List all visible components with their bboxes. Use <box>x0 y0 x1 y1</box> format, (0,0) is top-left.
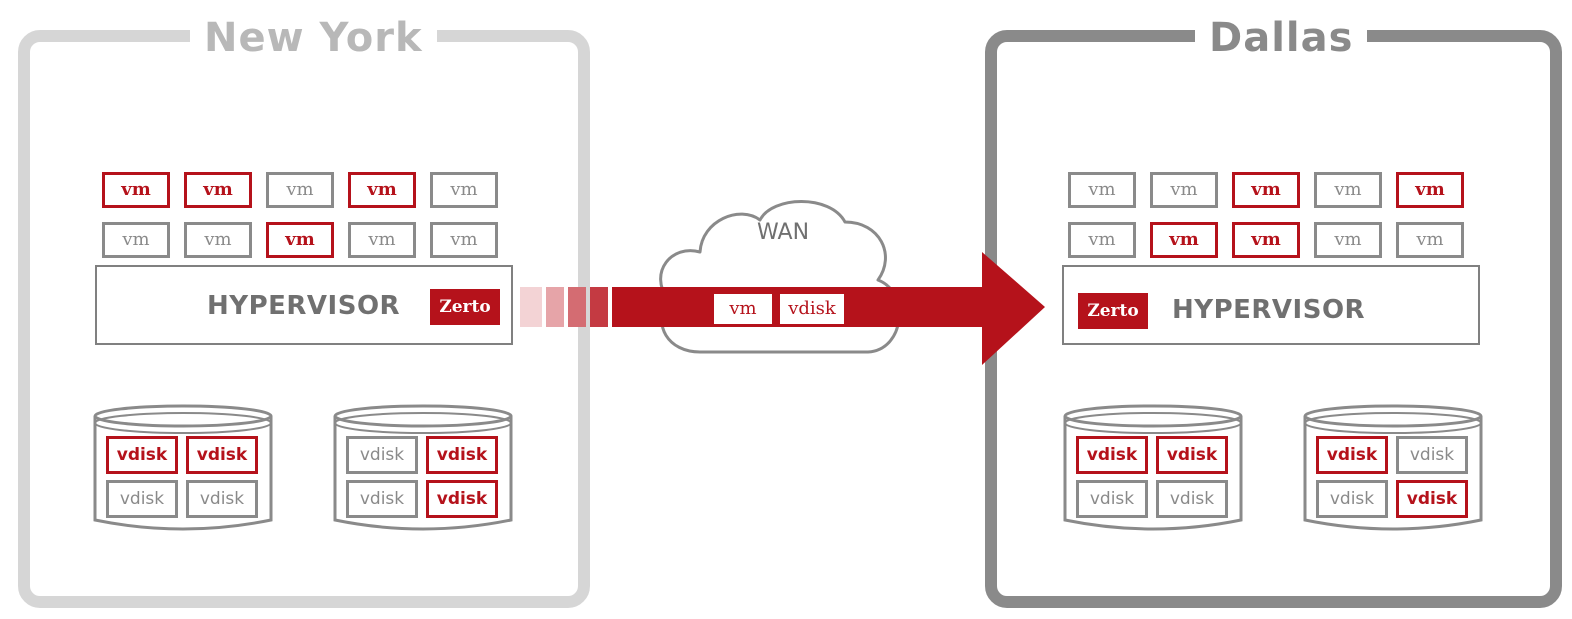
vdisk-box: vdisk <box>1396 436 1468 474</box>
vdisk-box: vdisk <box>1396 480 1468 518</box>
hypervisor-dallas: Zerto HYPERVISOR <box>1062 265 1480 345</box>
hypervisor-label: HYPERVISOR <box>207 291 401 321</box>
hypervisor-label: HYPERVISOR <box>1172 295 1366 325</box>
packet-vdisk: vdisk <box>780 294 844 324</box>
vdisk-box: vdisk <box>1076 480 1148 518</box>
vm-box: vm <box>1150 222 1218 258</box>
vm-box: vm <box>184 172 252 208</box>
site-new-york: New York <box>18 12 590 608</box>
packet-vm: vm <box>714 294 772 324</box>
vm-box: vm <box>102 172 170 208</box>
vdisk-box: vdisk <box>1316 436 1388 474</box>
vdisk-box: vdisk <box>1156 436 1228 474</box>
arrow-tail-segment <box>590 287 608 327</box>
vdisk-box: vdisk <box>426 480 498 518</box>
vm-box: vm <box>430 172 498 208</box>
vm-box: vm <box>1068 222 1136 258</box>
vdisk-box: vdisk <box>1156 480 1228 518</box>
vm-box: vm <box>1396 172 1464 208</box>
vm-box: vm <box>266 172 334 208</box>
vdisk-box: vdisk <box>346 480 418 518</box>
site-title-new-york: New York <box>190 12 437 64</box>
vm-box: vm <box>1232 222 1300 258</box>
vm-box: vm <box>348 222 416 258</box>
arrow-tail-segment <box>546 287 564 327</box>
vdisk-box: vdisk <box>346 436 418 474</box>
site-title-dallas: Dallas <box>1195 12 1368 64</box>
vdisk-box: vdisk <box>1316 480 1388 518</box>
vm-box: vm <box>1396 222 1464 258</box>
wan-label: WAN <box>757 220 810 245</box>
hypervisor-new-york: HYPERVISOR Zerto <box>95 265 513 345</box>
arrow-tail-segment <box>520 287 542 327</box>
site-dallas: Dallas <box>985 12 1562 608</box>
vdisk-box: vdisk <box>106 436 178 474</box>
vm-box: vm <box>1232 172 1300 208</box>
vm-box: vm <box>430 222 498 258</box>
vm-box: vm <box>266 222 334 258</box>
vdisk-box: vdisk <box>106 480 178 518</box>
zerto-logo: Zerto <box>430 289 500 325</box>
vdisk-box: vdisk <box>186 480 258 518</box>
vm-box: vm <box>102 222 170 258</box>
zerto-logo: Zerto <box>1078 293 1148 329</box>
vm-box: vm <box>184 222 252 258</box>
vdisk-box: vdisk <box>426 436 498 474</box>
vdisk-box: vdisk <box>186 436 258 474</box>
vm-box: vm <box>348 172 416 208</box>
vdisk-box: vdisk <box>1076 436 1148 474</box>
vm-box: vm <box>1068 172 1136 208</box>
vm-box: vm <box>1314 222 1382 258</box>
arrow-tail-segment <box>568 287 586 327</box>
vm-box: vm <box>1150 172 1218 208</box>
vm-box: vm <box>1314 172 1382 208</box>
